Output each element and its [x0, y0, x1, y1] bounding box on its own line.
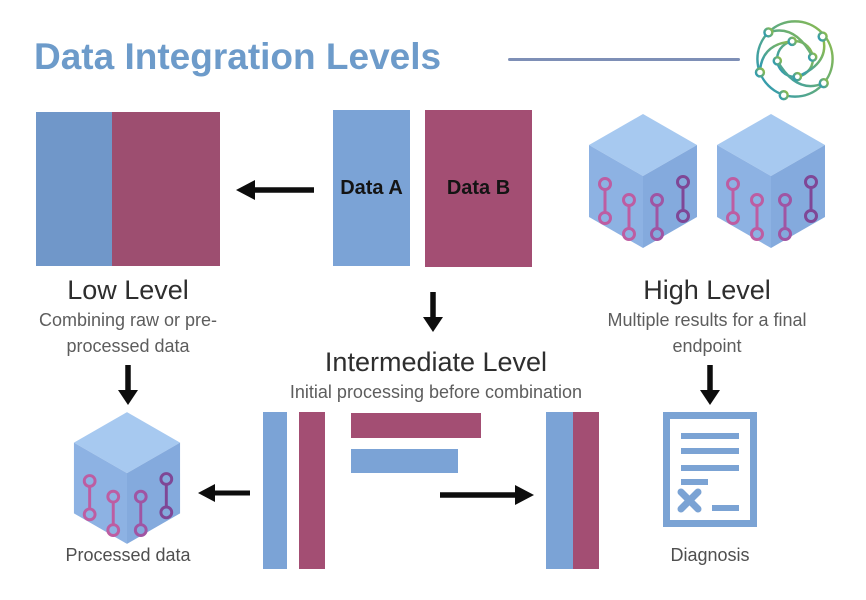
data-a-label: Data A [340, 176, 403, 199]
intermediate-level-description: Initial processing before combination [289, 382, 583, 402]
data-b-label: Data B [446, 177, 511, 199]
arrow-down-icon [118, 365, 138, 405]
diagnosis-report-icon [663, 412, 757, 527]
title-divider-line [508, 58, 740, 61]
processed-data-cube-icon [73, 412, 181, 544]
processing-bar-maroon [351, 413, 481, 438]
low-level-combined-block [36, 112, 220, 266]
high-level-title: High Level [643, 275, 771, 305]
processed-data-label: Processed data [65, 545, 191, 565]
diagnosis-label: Diagnosis [670, 545, 750, 565]
processing-bar-blue [351, 449, 458, 473]
arrow-left-icon [198, 484, 250, 502]
low-level-description: Combining raw or pre-processed data [38, 310, 218, 356]
arrow-right-icon [440, 485, 534, 505]
split-bar-blue [263, 412, 287, 569]
arrow-down-icon [700, 365, 720, 405]
combined-block-maroon [573, 412, 599, 569]
split-bar-maroon [299, 412, 325, 569]
data-a-block: Data A [333, 110, 410, 266]
data-cube-icon [717, 114, 825, 248]
combined-block-blue [546, 412, 573, 569]
combined-data-block [546, 412, 599, 569]
data-cube-icon [589, 114, 697, 248]
low-level-title: Low Level [67, 275, 189, 305]
arrow-left-icon [236, 180, 314, 200]
high-level-description: Multiple results for a final endpoint [607, 310, 807, 356]
low-level-block-blue [36, 112, 112, 266]
intermediate-level-title: Intermediate Level [324, 347, 548, 377]
arrow-down-icon [423, 292, 443, 332]
data-b-block: Data B [425, 110, 532, 267]
page-title: Data Integration Levels [34, 36, 442, 77]
network-logo-icon [754, 20, 834, 101]
low-level-block-maroon [112, 112, 220, 266]
